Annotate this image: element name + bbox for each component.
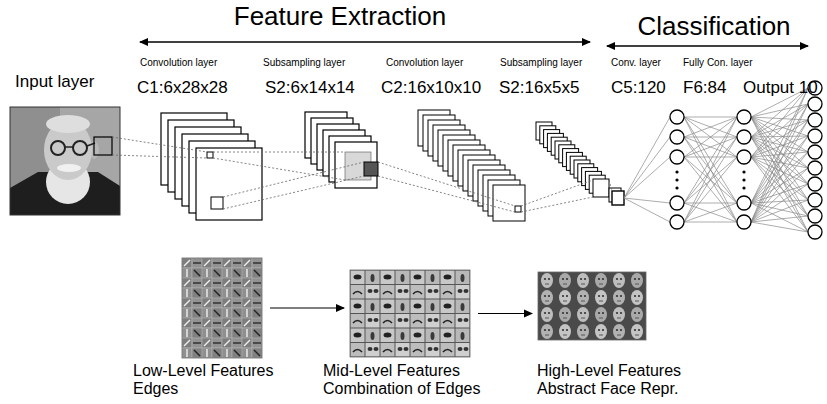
classification-arrow <box>607 45 808 47</box>
fully-connected-lines <box>624 88 808 232</box>
layer-size: S2:16x5x5 <box>499 78 579 98</box>
layer-type: Convolution layer <box>386 57 463 69</box>
flow-arrow <box>270 307 344 308</box>
high-level-filters <box>538 272 646 340</box>
layer-size: C2:16x10x10 <box>381 78 481 98</box>
feature-map-panel: Mid-Level Features Combination of Edges <box>350 270 470 357</box>
low-level-filters <box>182 258 262 358</box>
layer-size: S2:6x14x14 <box>265 78 355 98</box>
feature-caption: Low-Level Features Edges <box>133 362 318 398</box>
neuron-circles <box>670 81 822 239</box>
layer-s2b-stack <box>536 122 609 197</box>
input-photo <box>10 107 120 215</box>
layer-s2-stack <box>305 112 378 188</box>
layer-size: F6:84 <box>683 78 726 98</box>
layer-type: Conv. layer <box>611 57 661 69</box>
mid-level-filters <box>350 270 470 357</box>
flow-arrow <box>478 313 532 314</box>
layer-c1-stack <box>161 113 262 220</box>
section-heading: Feature Extraction <box>234 2 446 32</box>
layer-type: Subsampling layer <box>500 57 582 69</box>
layer-type: Subsampling layer <box>263 57 345 69</box>
feature-caption: Mid-Level Features Combination of Edges <box>323 362 523 398</box>
layer-size: Output 10 <box>743 78 818 98</box>
feature-extraction-arrow <box>140 41 590 43</box>
feature-map-panel: High-Level Features Abstract Face Repr. <box>538 272 646 340</box>
feature-images <box>182 258 646 358</box>
feature-map-panel: Low-Level Features Edges <box>182 258 262 358</box>
layer-type: Convolution layer <box>140 57 217 69</box>
layer-name: Input layer <box>15 72 94 92</box>
layer-size: C5:120 <box>611 78 666 98</box>
projection-lines <box>112 137 612 212</box>
ellipsis-dots <box>675 170 745 189</box>
layer-type: Fully Con. layer <box>683 57 752 69</box>
layer-size: C1:6x28x28 <box>137 78 228 98</box>
bracket-arrows <box>140 42 808 46</box>
section-heading: Classification <box>637 12 790 42</box>
feature-caption: High-Level Features Abstract Face Repr. <box>537 362 722 398</box>
layer-c5-unit <box>609 188 624 205</box>
